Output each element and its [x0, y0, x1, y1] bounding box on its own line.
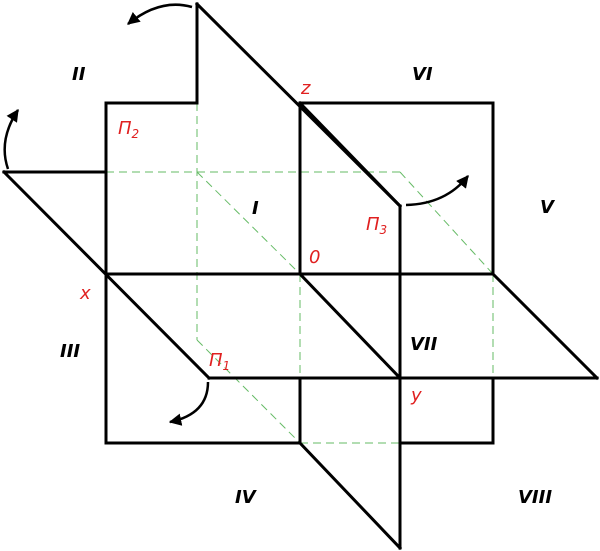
p1-right-diagonal: [490, 271, 600, 381]
hidden-line-p3-diagonal: [399, 171, 494, 275]
plane-labels: П2 П3 П1: [118, 118, 387, 373]
rotation-arrow-right: [405, 175, 469, 207]
axis-label-z: z: [300, 78, 311, 99]
plane-label-p3: П3: [366, 214, 387, 237]
plane-label-p1: П1: [209, 350, 230, 373]
plane-label-p3-index: 3: [380, 223, 388, 237]
octant-label-V: V: [540, 197, 556, 218]
plane-label-p2-index: 2: [132, 127, 140, 141]
p1-left-diagonal: [1, 169, 212, 381]
axis-label-y: y: [410, 385, 422, 406]
plane-label-p2: П2: [118, 118, 139, 141]
hidden-line-p1-left: [196, 339, 301, 444]
y-axis: [297, 271, 403, 381]
octant-label-IV: IV: [235, 487, 258, 508]
octant-label-III: III: [60, 341, 80, 362]
octant-label-II: II: [72, 64, 86, 85]
plane-label-p2-letter: П: [118, 118, 132, 139]
rotation-arrow-bottom: [168, 381, 210, 426]
rotation-arrow-top: [127, 3, 193, 25]
octant-label-VI: VI: [412, 64, 433, 85]
octant-label-VII: VII: [410, 334, 438, 355]
octant-labels: I II III IV V VI VII VIII: [60, 64, 556, 508]
y-axis-upper: [297, 100, 403, 209]
plane-label-p1-letter: П: [209, 350, 223, 371]
rotation-arrow-left: [3, 108, 20, 170]
axis-label-x: x: [79, 283, 91, 304]
octant-label-VIII: VIII: [518, 487, 552, 508]
rotation-arrows: [3, 3, 469, 426]
hidden-line-inner-diagonal: [196, 171, 301, 275]
plane-label-p3-letter: П: [366, 214, 380, 235]
octant-label-I: I: [252, 198, 259, 219]
axis-labels: z x y 0: [79, 78, 422, 406]
origin-label: 0: [309, 247, 320, 268]
plane-label-p1-index: 1: [223, 359, 231, 373]
p3-diagonal-bottom: [297, 440, 403, 551]
